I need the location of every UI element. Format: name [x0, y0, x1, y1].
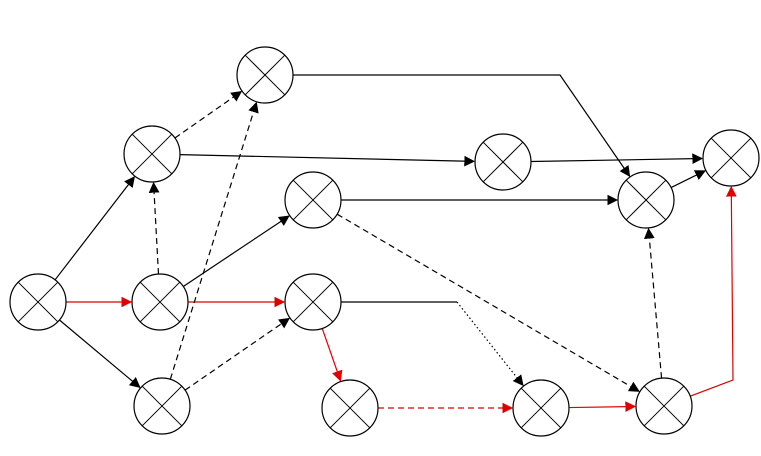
node-cross-line	[139, 281, 181, 323]
node-n4	[133, 377, 191, 435]
node-n6	[284, 171, 342, 229]
node-n7	[284, 273, 342, 331]
edge-n7-n10-part2	[456, 301, 524, 387]
edge-n11-n12	[670, 170, 706, 189]
node-cross-line	[141, 385, 183, 427]
edge-n6-n13	[336, 213, 640, 392]
node-n3	[123, 125, 181, 183]
node-n9	[321, 379, 379, 437]
node-n11	[617, 171, 675, 229]
edge-n3-n5	[174, 90, 243, 139]
edge-n2-n3	[148, 181, 160, 275]
edge-n8-n12	[530, 153, 704, 165]
nodes-layer	[9, 46, 760, 437]
edge-n4-n7	[184, 317, 291, 391]
edge-n3-n8	[179, 154, 476, 167]
node-cross-line	[292, 281, 334, 323]
node-n1	[9, 273, 67, 331]
edge-n1-n4	[59, 319, 141, 389]
edges-layer	[54, 74, 737, 414]
node-cross-line	[131, 133, 173, 175]
edge-n13-n12	[689, 185, 737, 397]
node-cross-line	[244, 54, 286, 96]
node-cross-line	[482, 141, 524, 183]
node-cross-line	[292, 179, 334, 221]
node-n13	[635, 377, 693, 435]
node-cross-line	[520, 387, 562, 429]
node-cross-line	[17, 281, 59, 323]
node-n2	[131, 273, 189, 331]
node-n10	[512, 379, 570, 437]
edge-n4-n5	[169, 101, 259, 380]
node-n8	[474, 133, 532, 191]
edge-n2-n6	[182, 215, 290, 287]
node-n12	[702, 129, 760, 187]
node-n5	[236, 46, 294, 104]
node-cross-line	[643, 385, 685, 427]
node-cross-line	[329, 387, 371, 429]
edge-n13-n11	[643, 227, 663, 379]
edge-n7-n9	[321, 328, 343, 382]
node-cross-line	[710, 137, 752, 179]
edge-n1-n3	[54, 176, 135, 281]
edge-n5-n11	[293, 74, 631, 177]
node-cross-line	[625, 179, 667, 221]
edge-n10-n13	[568, 401, 637, 413]
